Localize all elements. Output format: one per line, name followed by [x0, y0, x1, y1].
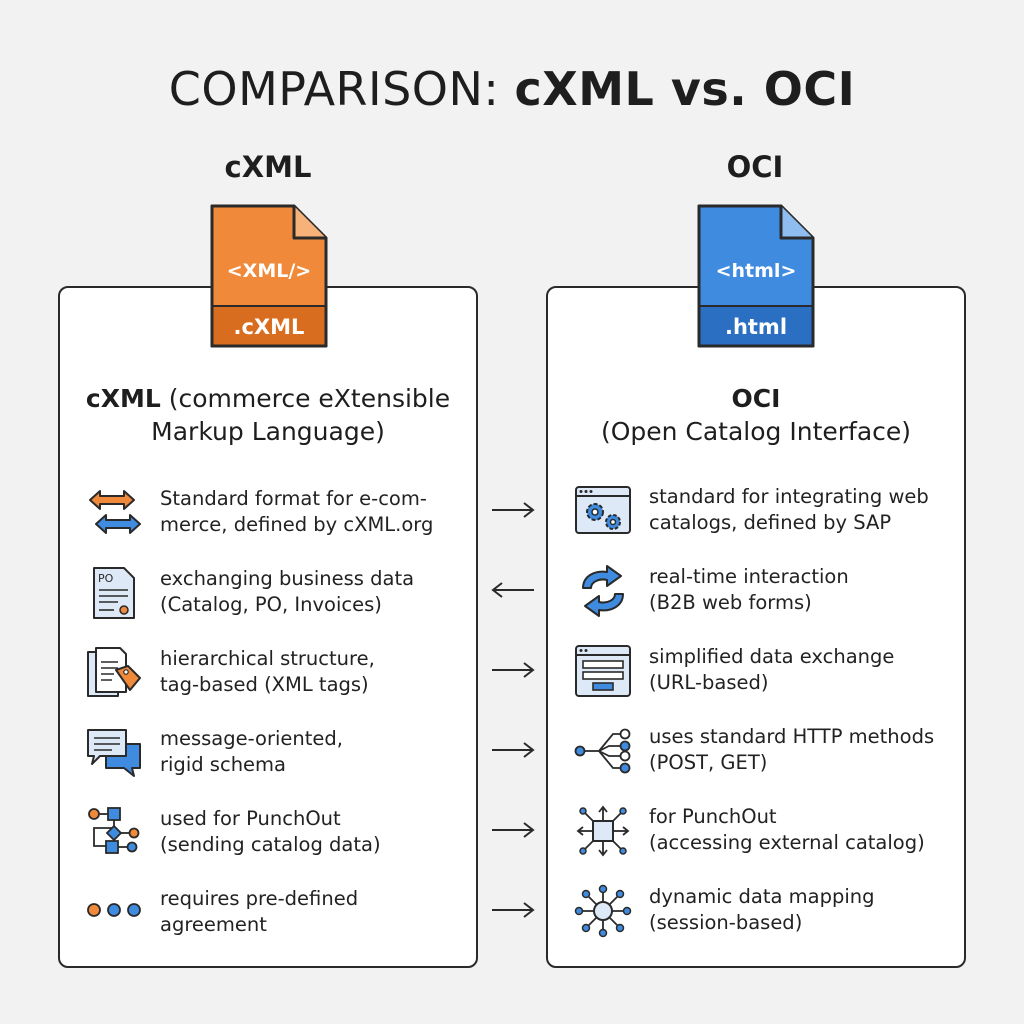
- xml-file-icon: <XML/> .cXML: [210, 204, 328, 348]
- title-part-1: COMPARISON:: [168, 62, 515, 116]
- chat-bubbles-icon: [87, 729, 141, 777]
- oci-item-3-line-1: simplified data exchange: [649, 645, 895, 668]
- oci-item-2: real-time interaction (B2B web forms): [573, 564, 849, 624]
- html-file-tag: <html>: [716, 260, 797, 282]
- cxml-item-3: hierarchical structure, tag-based (XML ta…: [84, 646, 375, 706]
- cxml-item-2-line-2: (Catalog, PO, Invoices): [160, 593, 382, 616]
- cxml-item-5: used for PunchOut (sending catalog data): [84, 806, 381, 866]
- oci-item-1: standard for integrating web catalogs, de…: [573, 484, 929, 544]
- oci-item-4-line-2: (POST, GET): [649, 751, 768, 774]
- arrow-right-icon: [492, 502, 535, 518]
- cxml-item-4-line-2: rigid schema: [160, 753, 286, 776]
- share-nodes-icon: [574, 728, 631, 774]
- oci-item-2-line-1: real-time interaction: [649, 565, 849, 588]
- oci-item-4: uses standard HTTP methods (POST, GET): [573, 724, 934, 784]
- cxml-item-4: message-oriented, rigid schema: [84, 726, 343, 786]
- arrow-right-icon: [492, 662, 535, 678]
- title-part-2: cXML vs. OCI: [514, 62, 856, 116]
- network-nodes-icon: [574, 884, 632, 938]
- svg-text:PO: PO: [98, 572, 114, 585]
- xml-file-ext: .cXML: [234, 315, 305, 339]
- cxml-name-rest: (commerce eXtensible: [160, 384, 451, 413]
- oci-item-5-line-2: (accessing external catalog): [649, 831, 925, 854]
- oci-item-3: simplified data exchange (URL-based): [573, 644, 894, 704]
- cxml-item-1-line-2: merce, defined by cXML.org: [160, 513, 434, 536]
- cxml-panel: [58, 286, 478, 968]
- cxml-full-name: cXML (commerce eXtensible Markup Languag…: [59, 382, 477, 448]
- cxml-item-1-line-1: Standard format for e-com-: [160, 487, 427, 510]
- arrow-right-icon: [492, 822, 535, 838]
- browser-gears-icon: [575, 486, 631, 534]
- page-title: COMPARISON: cXML vs. OCI: [0, 62, 1024, 116]
- oci-full-name: OCI (Open Catalog Interface): [547, 382, 965, 448]
- oci-item-2-line-2: (B2B web forms): [649, 591, 812, 614]
- cxml-item-6-line-2: agreement: [160, 913, 267, 936]
- oci-item-1-line-1: standard for integrating web: [649, 485, 929, 508]
- cxml-item-2: PO exchanging business data (Catalog, PO,…: [84, 566, 414, 626]
- cxml-item-5-line-1: used for PunchOut: [160, 807, 341, 830]
- oci-item-5: for PunchOut (accessing external catalog): [573, 804, 925, 864]
- arrow-right-icon: [492, 742, 535, 758]
- oci-item-6-line-2: (session-based): [649, 911, 803, 934]
- oci-item-5-line-1: for PunchOut: [649, 805, 777, 828]
- cxml-item-5-line-2: (sending catalog data): [160, 833, 381, 856]
- oci-panel: [546, 286, 966, 968]
- tagged-documents-icon: [87, 647, 141, 697]
- cxml-item-1: Standard format for e-com-merce, defined…: [84, 486, 433, 546]
- arrow-right-icon: [492, 902, 535, 918]
- cxml-item-2-line-1: exchanging business data: [160, 567, 415, 590]
- cxml-name-bold: cXML: [85, 384, 161, 413]
- purchase-order-document-icon: PO: [93, 567, 135, 619]
- oci-item-1-line-2: catalogs, defined by SAP: [649, 511, 892, 534]
- html-file-ext: .html: [725, 315, 787, 339]
- cxml-item-3-line-2: tag-based (XML tags): [160, 673, 369, 696]
- oci-item-6: dynamic data mapping (session-based): [573, 884, 875, 944]
- oci-item-3-line-2: (URL-based): [649, 671, 769, 694]
- three-dots-icon: [87, 903, 141, 917]
- hub-expand-icon: [576, 805, 630, 857]
- cxml-name-line-2: Markup Language): [151, 417, 385, 446]
- refresh-arrows-icon: [582, 565, 624, 617]
- left-heading: cXML: [224, 150, 312, 184]
- right-heading: OCI: [726, 150, 784, 184]
- web-form-icon: [575, 645, 631, 697]
- cxml-name-line-1: cXML (commerce eXtensible: [59, 382, 477, 415]
- cxml-item-3-line-1: hierarchical structure,: [160, 647, 375, 670]
- cxml-item-6-line-1: requires pre-defined: [160, 887, 359, 910]
- arrow-left-icon: [491, 582, 534, 598]
- html-file-icon: <html> .html: [697, 204, 815, 348]
- oci-item-6-line-1: dynamic data mapping: [649, 885, 875, 908]
- cxml-item-6: requires pre-defined agreement: [84, 886, 358, 946]
- oci-name-line-2: (Open Catalog Interface): [600, 417, 912, 446]
- flowchart-icon: [88, 807, 140, 854]
- bidirectional-arrows-icon: [89, 490, 141, 534]
- oci-name-bold: OCI: [731, 384, 781, 413]
- oci-item-4-line-1: uses standard HTTP methods: [649, 725, 935, 748]
- cxml-item-4-line-1: message-oriented,: [160, 727, 343, 750]
- xml-file-tag: <XML/>: [227, 260, 311, 282]
